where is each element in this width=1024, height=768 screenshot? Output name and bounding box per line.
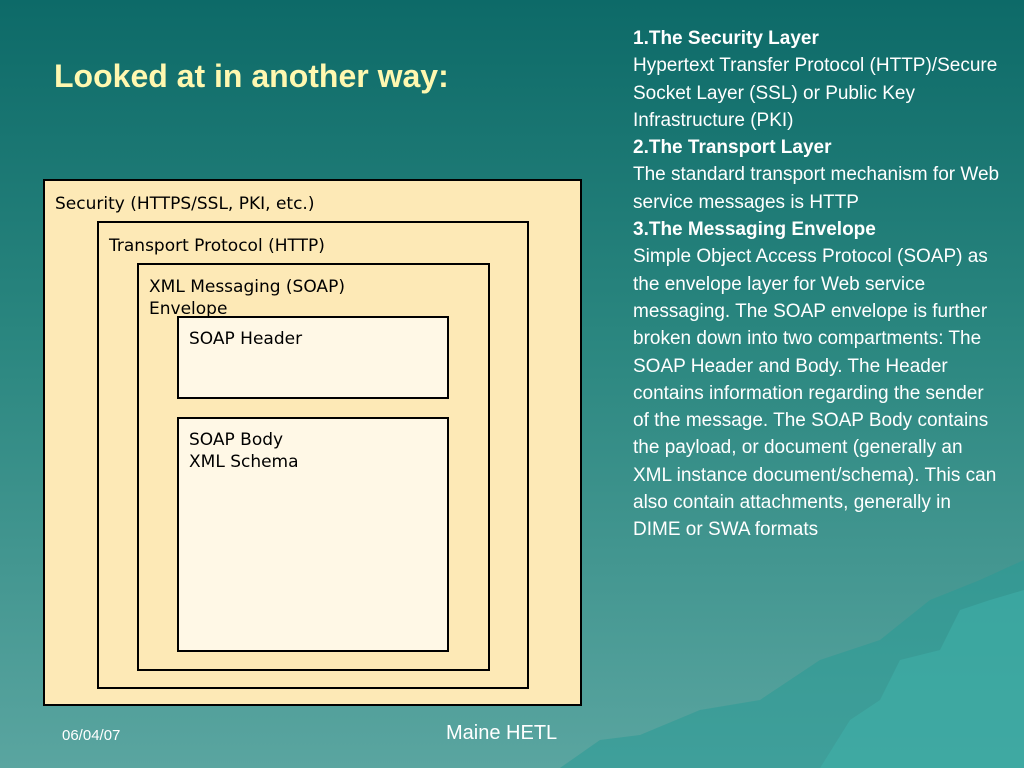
- messaging-envelope-box: XML Messaging (SOAP) Envelope SOAP Heade…: [137, 263, 490, 671]
- footer-organization: Maine HETL: [446, 722, 558, 744]
- wave-shape-front: [820, 590, 1024, 768]
- slide-title: Looked at in another way:: [54, 58, 449, 94]
- messaging-envelope-label-line1: XML Messaging (SOAP): [149, 277, 345, 297]
- security-layer-label: Security (HTTPS/SSL, PKI, etc.): [55, 194, 315, 214]
- messaging-envelope-description: Simple Object Access Protocol (SOAP) as …: [633, 246, 997, 541]
- soap-header-label: SOAP Header: [189, 329, 303, 349]
- security-layer-box: Security (HTTPS/SSL, PKI, etc.) Transpor…: [43, 179, 582, 706]
- soap-body-box: SOAP Body XML Schema: [177, 417, 449, 652]
- transport-layer-box: Transport Protocol (HTTP) XML Messaging …: [97, 221, 529, 689]
- description-panel: 1.The Security Layer Hypertext Transfer …: [633, 25, 1003, 544]
- security-layer-description: Hypertext Transfer Protocol (HTTP)/Secur…: [633, 55, 998, 131]
- soap-body-label-line1: SOAP Body: [189, 430, 284, 450]
- soap-body-label-line2: XML Schema: [189, 452, 299, 472]
- footer-date: 06/04/07: [62, 727, 121, 744]
- soap-header-box: SOAP Header: [177, 316, 449, 399]
- transport-layer-heading: 2.The Transport Layer: [633, 137, 832, 159]
- transport-layer-label: Transport Protocol (HTTP): [109, 236, 325, 256]
- security-layer-heading: 1.The Security Layer: [633, 28, 819, 49]
- transport-layer-description: The standard transport mechanism for Web…: [633, 164, 1000, 213]
- messaging-envelope-label-line2: Envelope: [149, 299, 228, 319]
- messaging-envelope-heading: 3.The Messaging Envelope: [633, 219, 876, 241]
- wave-shape-back: [560, 560, 1024, 768]
